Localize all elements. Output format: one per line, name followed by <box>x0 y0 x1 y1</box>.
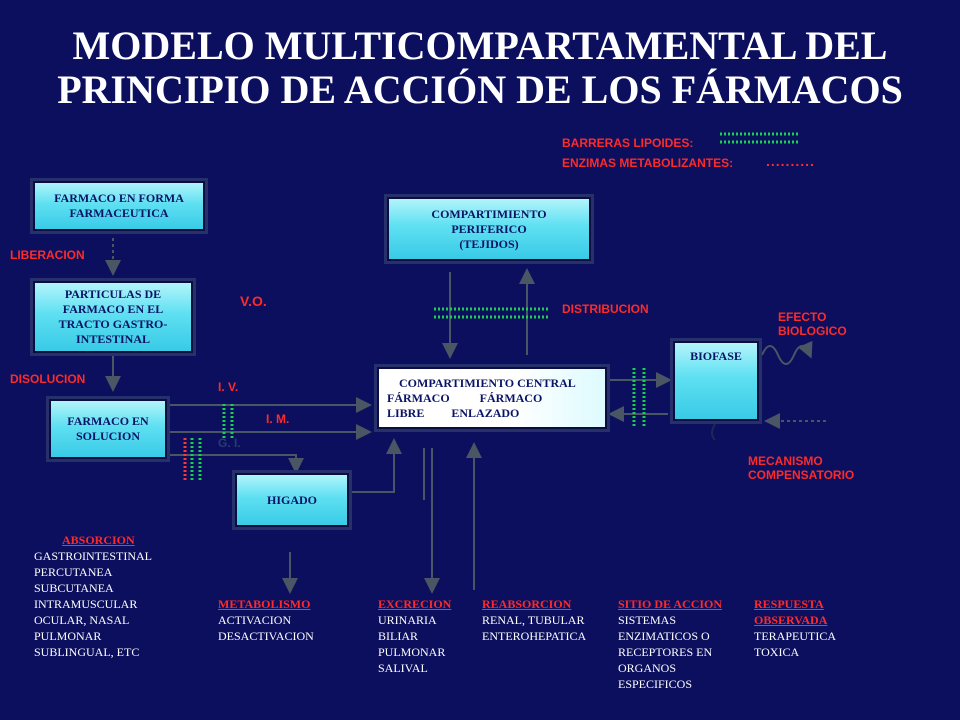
label-efecto-line: EFECTO <box>778 310 827 324</box>
block-item: ENZIMATICOS O <box>618 629 710 643</box>
legend-enzimas-label: ENZIMAS METABOLIZANTES: <box>562 156 734 170</box>
box-farmaco-solucion: FARMACO EN SOLUCION <box>46 396 170 462</box>
box-text: FÁRMACO FÁRMACO <box>387 390 543 405</box>
label-mecanismo: MECANISMO COMPENSATORIO <box>748 454 854 482</box>
label-efecto-line: BIOLOGICO <box>778 324 847 338</box>
block-item: TERAPEUTICA <box>754 629 836 643</box>
box-higado: HIGADO <box>232 470 352 530</box>
box-text: FARMACO EN EL <box>62 302 164 316</box>
block-item: ESPECIFICOS <box>618 677 693 691</box>
block-item: RENAL, TUBULAR <box>482 613 585 627</box>
block-item: SISTEMAS <box>618 613 677 627</box>
box-text: INTESTINAL <box>75 332 151 346</box>
label-iv: I. V. <box>218 380 239 394</box>
block-absorcion-head: ABSORCION <box>62 533 135 547</box>
label-disolucion: DISOLUCION <box>10 372 86 386</box>
block-item: PULMONAR <box>378 645 446 659</box>
label-liberacion: LIBERACION <box>10 248 85 262</box>
label-mecanismo-line: MECANISMO <box>748 454 823 468</box>
label-vo: V.O. <box>240 293 267 309</box>
block-item: ORGANOS <box>618 661 677 675</box>
box-text: SOLUCION <box>75 429 140 443</box>
box-text: COMPARTIMIENTO <box>431 206 547 221</box>
block-item: GASTROINTESTINAL <box>34 549 152 563</box>
block-respuesta-head: RESPUESTA <box>754 597 824 611</box>
block-metabolismo: METABOLISMO ACTIVACION DESACTIVACION <box>218 596 314 644</box>
label-efecto: EFECTO BIOLOGICO <box>778 310 847 338</box>
box-text: HIGADO <box>266 492 317 507</box>
block-respuesta-head: OBSERVADA <box>754 613 828 627</box>
block-excrecion: EXCRECION URINARIA BILIAR PULMONAR SALIV… <box>378 596 451 676</box>
box-text: FARMACEUTICA <box>69 206 169 220</box>
box-text: (TEJIDOS) <box>459 236 519 251</box>
block-item: DESACTIVACION <box>218 629 314 643</box>
box-farmaco-forma: FARMACO EN FORMA FARMACEUTICA <box>30 178 208 234</box>
block-item: ACTIVACION <box>218 613 292 627</box>
block-item: URINARIA <box>378 613 437 627</box>
arrow-to-higado <box>170 454 304 474</box>
efecto-wave <box>761 340 813 365</box>
title-line-2: PRINCIPIO DE ACCIÓN DE LOS FÁRMACOS <box>57 67 903 112</box>
block-item: RECEPTORES EN <box>618 645 713 659</box>
label-gi: G. I. <box>218 436 241 450</box>
block-item: PERCUTANEA <box>34 565 113 579</box>
block-item: PULMONAR <box>34 629 102 643</box>
block-metabolismo-head: METABOLISMO <box>218 597 311 611</box>
block-sitio-head: SITIO DE ACCION <box>618 597 723 611</box>
box-biofase: BIOFASE <box>670 338 762 424</box>
block-reabsorcion: REABSORCION RENAL, TUBULAR ENTEROHEPATIC… <box>482 596 586 644</box>
box-text: COMPARTIMIENTO CENTRAL <box>399 375 576 390</box>
block-sitio-accion: SITIO DE ACCION SISTEMAS ENZIMATICOS O R… <box>618 596 722 692</box>
box-text: PARTICULAS DE <box>64 287 162 301</box>
block-absorcion: ABSORCION GASTROINTESTINAL PERCUTANEA SU… <box>34 532 152 660</box>
box-particulas: PARTICULAS DE FARMACO EN EL TRACTO GASTR… <box>30 278 196 356</box>
label-distribucion: DISTRIBUCION <box>562 302 649 316</box>
label-mecanismo-line: COMPENSATORIO <box>748 468 855 482</box>
title-line-1: MODELO MULTICOMPARTAMENTAL DEL <box>72 23 888 68</box>
arrow-higado-central <box>352 438 402 493</box>
box-text: PERIFERICO <box>451 221 527 236</box>
legend-enzimas-dots: .......... <box>766 153 815 169</box>
block-item: OCULAR, NASAL <box>34 613 130 627</box>
label-im: I. M. <box>266 412 290 426</box>
legend-barreras-label: BARRERAS LIPOIDES: <box>562 136 694 150</box>
box-text: LIBRE ENLAZADO <box>387 405 520 420</box>
box-text: BIOFASE <box>690 349 742 363</box>
box-text: TRACTO GASTRO- <box>58 317 168 331</box>
block-item: SALIVAL <box>378 661 428 675</box>
block-respuesta: RESPUESTA OBSERVADA TERAPEUTICA TOXICA <box>754 596 836 660</box>
block-item: SUBCUTANEA <box>34 581 114 595</box>
box-text: FARMACO EN <box>67 414 149 428</box>
block-item: ENTEROHEPATICA <box>482 629 587 643</box>
block-item: INTRAMUSCULAR <box>34 597 138 611</box>
block-item: BILIAR <box>378 629 418 643</box>
box-compartimiento-central: COMPARTIMIENTO CENTRAL FÁRMACO FÁRMACO L… <box>374 364 610 432</box>
box-text: FARMACO EN FORMA <box>54 191 184 205</box>
block-item: TOXICA <box>754 645 800 659</box>
block-reabsorcion-head: REABSORCION <box>482 597 572 611</box>
box-compartimiento-periferico: COMPARTIMIENTO PERIFERICO (TEJIDOS) <box>384 194 594 264</box>
block-excrecion-head: EXCRECION <box>378 597 452 611</box>
block-item: SUBLINGUAL, ETC <box>34 645 140 659</box>
